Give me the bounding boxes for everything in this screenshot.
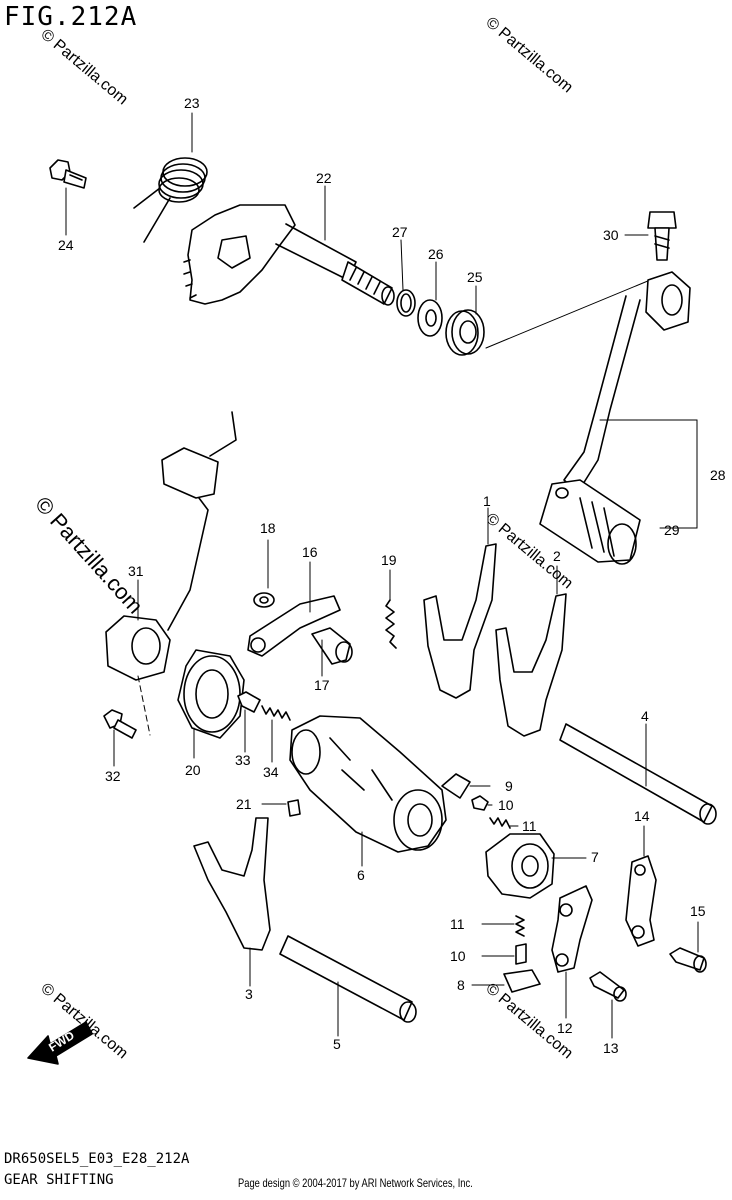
callout-17: 17	[314, 677, 330, 693]
part-24-bolt	[49, 159, 87, 189]
callout-5: 5	[333, 1036, 341, 1052]
part-21-pin	[287, 799, 301, 817]
watermark-1: © Partzilla.com	[37, 26, 131, 108]
callout-16: 16	[302, 544, 318, 560]
part-27-circlip	[396, 289, 416, 317]
part-30-bolt	[647, 211, 677, 261]
part-11-spring-lower	[515, 915, 525, 937]
callout-12: 12	[557, 1020, 573, 1036]
callout-8: 8	[457, 977, 465, 993]
part-16-cam-stopper	[247, 595, 341, 657]
part-14-pawl-plate	[625, 855, 657, 947]
part-19-spring	[385, 599, 397, 649]
part-31-gear-position-switch	[105, 411, 237, 736]
model-code: DR650SEL5_E03_E28_212A	[4, 1151, 190, 1167]
callout-numbers: 1 2 3 4 5 6 7 8 9 10 10 11 11 12 13 14 1…	[58, 95, 726, 1056]
copyright-credit: Page design © 2004-2017 by ARI Network S…	[238, 1176, 473, 1190]
callout-24: 24	[58, 237, 74, 253]
callout-19: 19	[381, 552, 397, 568]
callout-30: 30	[603, 227, 619, 243]
watermarks: © Partzilla.com © Partzilla.com © Partzi…	[30, 14, 576, 1062]
part-20-cam-gear	[177, 649, 245, 739]
part-10-pin-lower	[515, 943, 527, 965]
part-29-shift-rubber	[539, 479, 641, 565]
callout-7: 7	[591, 849, 599, 865]
callout-18: 18	[260, 520, 276, 536]
part-5-fork-shaft	[279, 935, 417, 1023]
part-8-guide	[503, 969, 541, 993]
callout-2: 2	[553, 548, 561, 564]
part-2-shift-fork	[495, 593, 567, 737]
part-23-spring	[133, 157, 208, 243]
part-34-spring	[261, 705, 291, 721]
callout-34: 34	[263, 764, 279, 780]
callout-23: 23	[184, 95, 200, 111]
callout-6: 6	[357, 867, 365, 883]
part-11-spring	[489, 817, 511, 829]
callout-29: 29	[664, 522, 680, 538]
part-17-bolt	[311, 627, 353, 665]
callout-25: 25	[467, 269, 483, 285]
callout-10a: 10	[498, 797, 514, 813]
callout-27: 27	[392, 224, 408, 240]
watermark-dark: © Partzilla.com	[30, 492, 148, 619]
figure-title: FIG.212A	[4, 2, 138, 32]
part-26-washer	[417, 299, 443, 337]
callout-31: 31	[128, 563, 144, 579]
callout-33: 33	[235, 752, 251, 768]
callout-13: 13	[603, 1040, 619, 1056]
callout-9: 9	[505, 778, 513, 794]
part-25-oil-seal	[445, 309, 485, 356]
callout-4: 4	[641, 708, 649, 724]
section-name: GEAR SHIFTING	[4, 1172, 114, 1188]
watermark-2: © Partzilla.com	[482, 14, 576, 96]
part-3-shift-fork	[193, 817, 271, 951]
callout-11a: 11	[522, 818, 537, 834]
part-22-gearshift-shaft	[183, 204, 395, 306]
fwd-arrow-icon	[27, 1021, 93, 1065]
part-15-screw	[669, 947, 707, 973]
part-6-gearshift-cam	[289, 715, 447, 853]
part-12-cam-guide	[551, 885, 593, 973]
callout-11b: 11	[450, 916, 465, 932]
callout-28: 28	[710, 467, 726, 483]
part-4-fork-shaft	[559, 723, 717, 825]
callout-15: 15	[690, 903, 706, 919]
callout-3: 3	[245, 986, 253, 1002]
part-9-plate	[441, 773, 471, 799]
callout-10b: 10	[450, 948, 466, 964]
callout-14: 14	[634, 808, 650, 824]
callout-26: 26	[428, 246, 444, 262]
callout-21: 21	[236, 796, 252, 812]
part-33-pin	[237, 691, 261, 713]
part-18-washer	[253, 592, 275, 608]
callout-22: 22	[316, 170, 332, 186]
part-10-pin	[471, 795, 489, 811]
part-1-shift-fork	[423, 543, 497, 699]
callout-1: 1	[483, 493, 491, 509]
callout-32: 32	[105, 768, 121, 784]
callout-20: 20	[185, 762, 201, 778]
part-32-screw	[103, 709, 137, 739]
part-13-screw	[589, 971, 627, 1002]
part-7-pawl-lifter	[485, 833, 555, 899]
